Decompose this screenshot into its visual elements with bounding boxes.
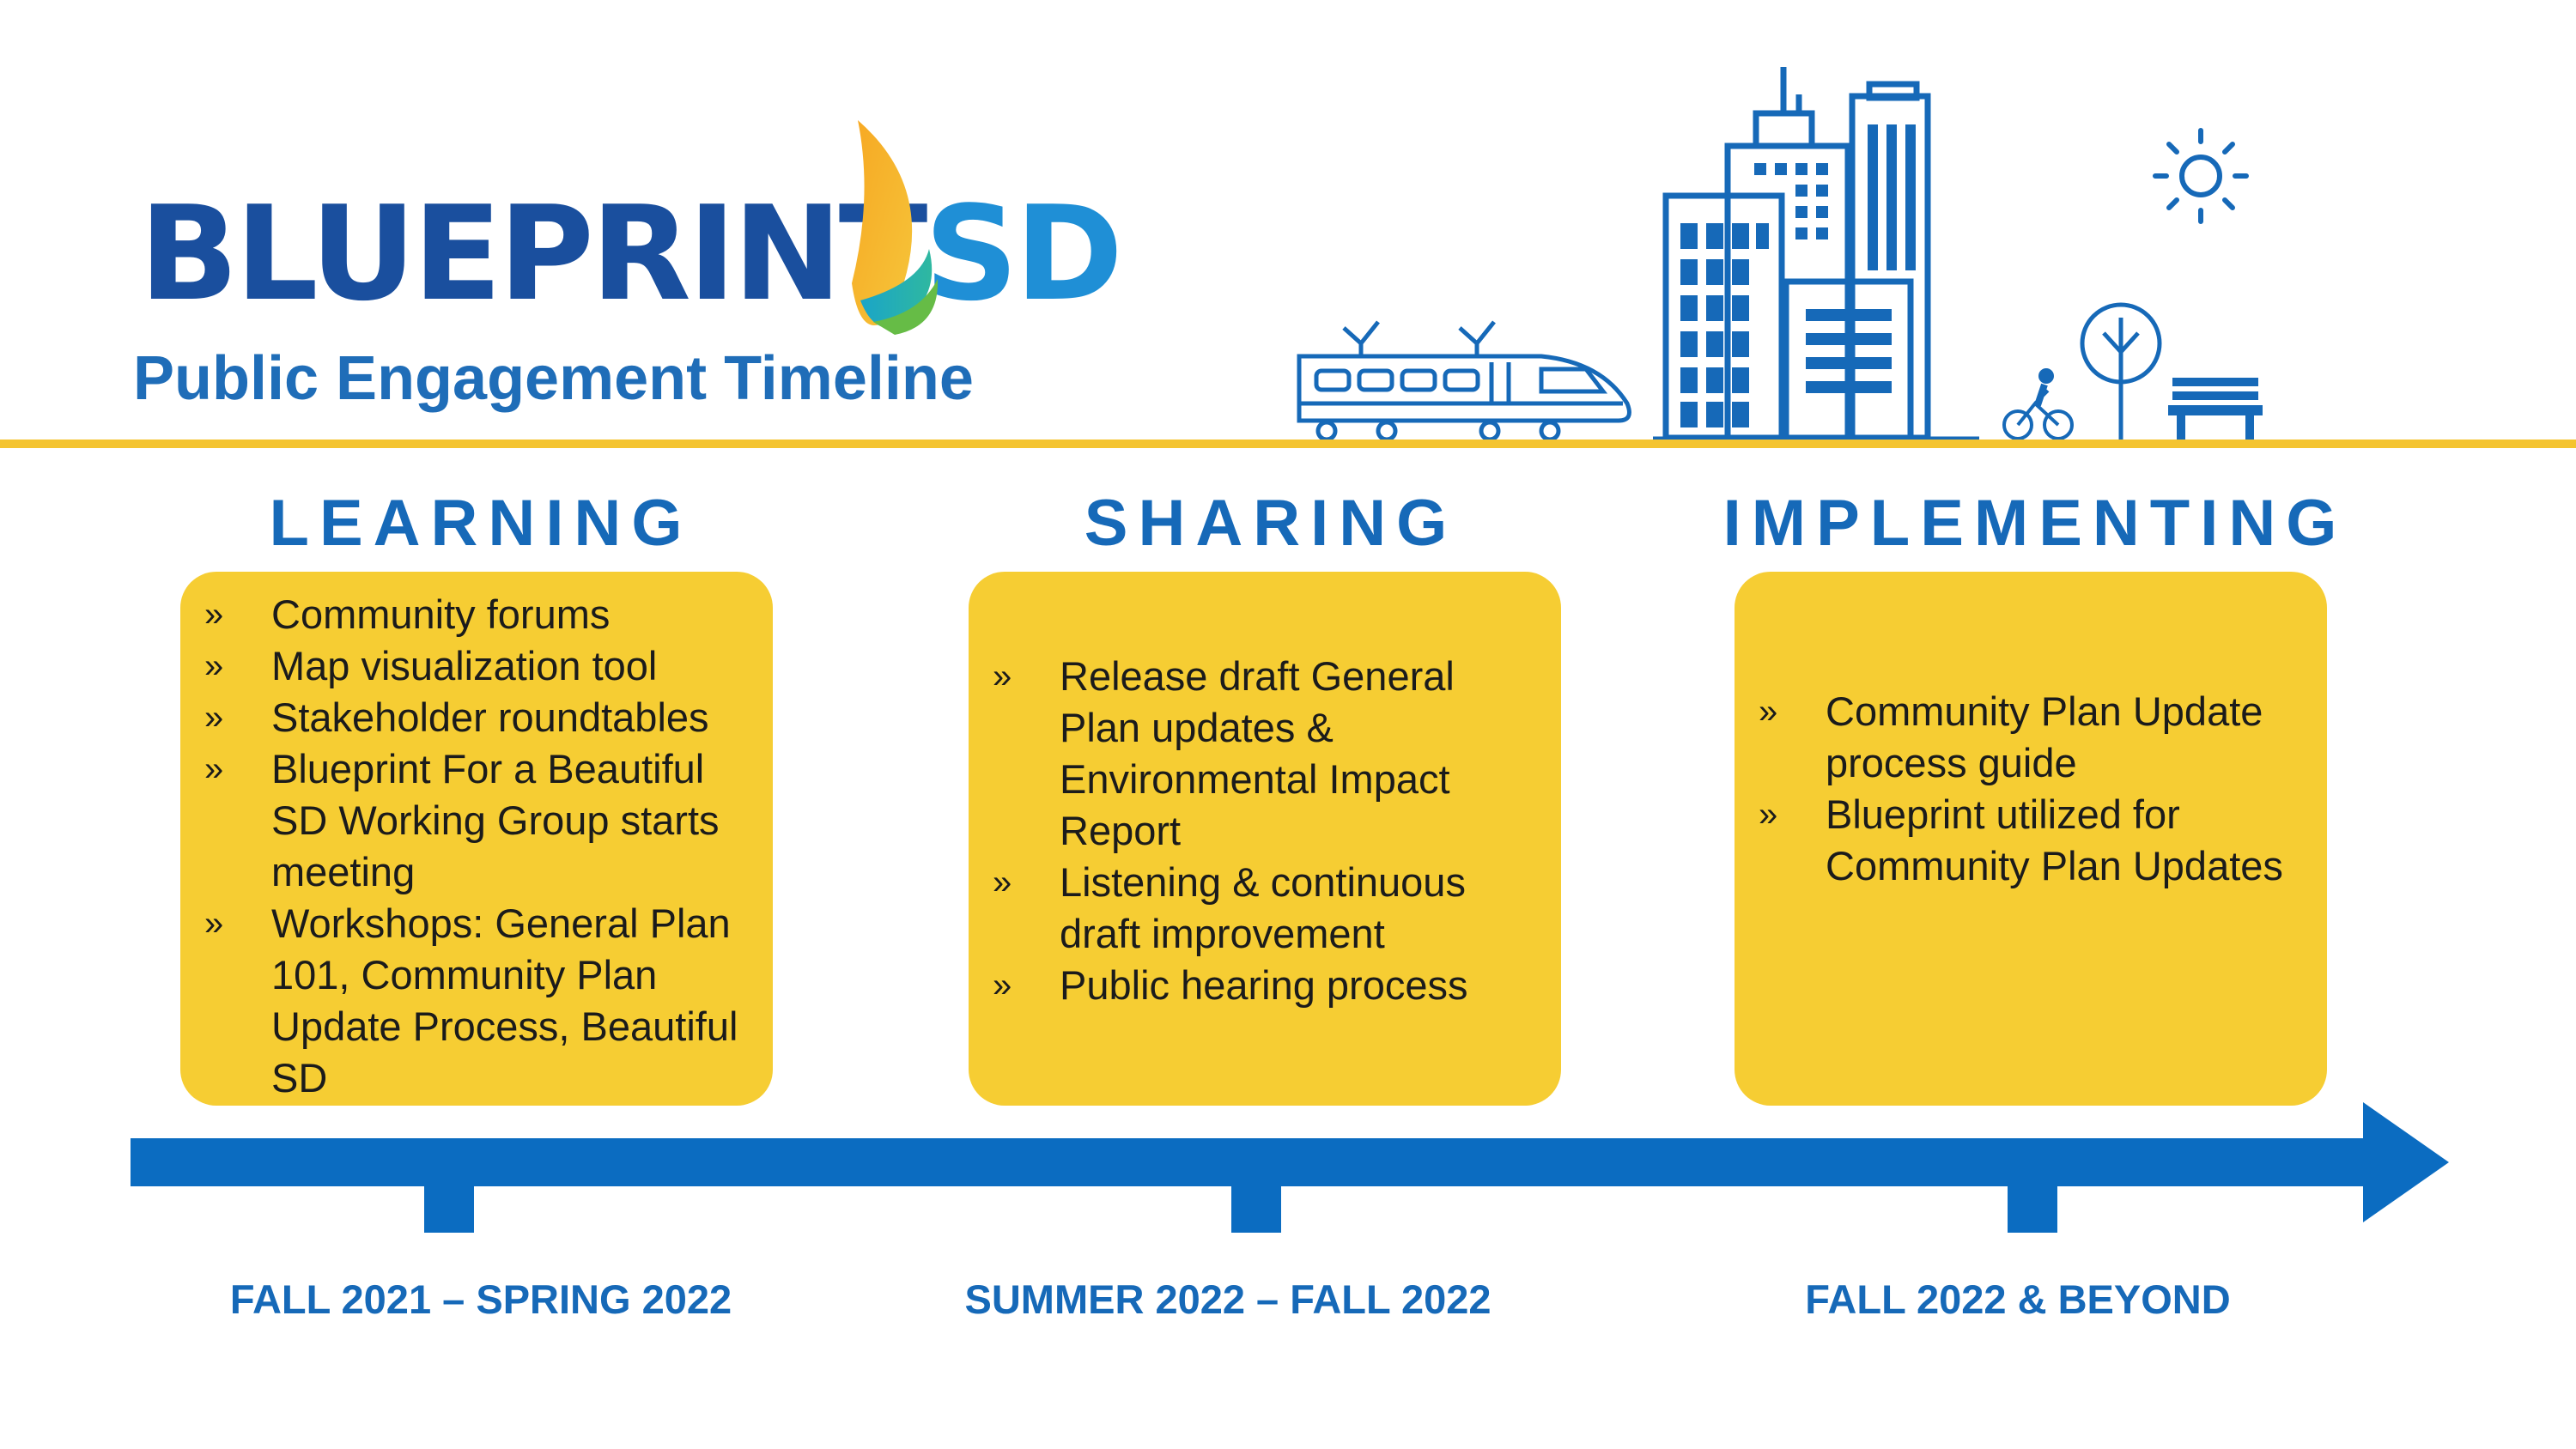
- train-icon: [1297, 320, 1631, 442]
- bullet-icon: »: [1759, 796, 1778, 834]
- bullet-icon: »: [993, 967, 1012, 1004]
- list-item-text: Listening & continuous draft improvement: [1060, 859, 1466, 956]
- bullet-icon: »: [204, 905, 224, 943]
- list-item: » Community Plan Update process guide: [1759, 686, 2301, 789]
- phase-box-implementing: » Community Plan Update process guide » Bl…: [1735, 572, 2327, 1106]
- phase-heading-learning: LEARNING: [269, 487, 693, 560]
- cyclist-icon: [2002, 368, 2074, 440]
- phase-date-sharing: SUMMER 2022 – FALL 2022: [964, 1276, 1492, 1322]
- list-item-text: Blueprint utilized for Community Plan Up…: [1826, 791, 2283, 888]
- timeline-arrow: [131, 1102, 2449, 1233]
- header-divider: [0, 440, 2576, 448]
- bullet-icon: »: [204, 750, 224, 788]
- list-item: » Workshops: General Plan 101, Community …: [204, 898, 747, 1104]
- logo-wordmark: BLUEPRINTSD: [139, 189, 1123, 319]
- list-item: » Blueprint utilized for Community Plan U…: [1759, 789, 2301, 892]
- list-item-text: Blueprint For a Beautiful SD Working Gro…: [271, 746, 720, 894]
- list-item: » Listening & continuous draft improvemen…: [993, 857, 1535, 960]
- bullet-icon: »: [204, 699, 224, 737]
- phase-date-implementing: FALL 2022 & BEYOND: [1805, 1276, 2231, 1322]
- logo-word-sd: SD: [924, 178, 1123, 330]
- skyscraper-icon: [1653, 67, 1979, 443]
- timeline-tick-sharing: [1231, 1179, 1281, 1233]
- phase-heading-sharing: SHARING: [1084, 487, 1458, 560]
- phase-list-learning: » Community forums » Map visualization too…: [204, 589, 747, 1104]
- blueprint-sd-logo: BLUEPRINTSD: [139, 120, 1123, 335]
- list-item: » Release draft General Plan updates & En…: [993, 651, 1535, 857]
- list-item-text: Community forums: [271, 591, 611, 637]
- list-item: » Public hearing process: [993, 960, 1535, 1011]
- list-item-text: Stakeholder roundtables: [271, 694, 709, 740]
- bullet-icon: »: [1759, 693, 1778, 731]
- bullet-icon: »: [993, 864, 1012, 901]
- list-item: » Blueprint For a Beautiful SD Working Gr…: [204, 743, 747, 898]
- list-item-text: Public hearing process: [1060, 962, 1468, 1008]
- timeline-tick-implementing: [2008, 1179, 2057, 1233]
- bullet-icon: »: [204, 596, 224, 634]
- phase-box-sharing: » Release draft General Plan updates & En…: [969, 572, 1561, 1106]
- city-illustration: [1297, 67, 2263, 443]
- list-item-text: Release draft General Plan updates & Env…: [1060, 653, 1455, 853]
- phase-list-sharing: » Release draft General Plan updates & En…: [993, 651, 1535, 1011]
- phase-box-learning: » Community forums » Map visualization too…: [180, 572, 773, 1106]
- phase-heading-implementing: IMPLEMENTING: [1722, 487, 2348, 560]
- bullet-icon: »: [204, 647, 224, 685]
- timeline-tick-learning: [424, 1179, 474, 1233]
- tree-icon: [2080, 302, 2162, 442]
- list-item-text: Workshops: General Plan 101, Community P…: [271, 900, 738, 1100]
- page-subtitle: Public Engagement Timeline: [133, 344, 974, 413]
- sail-icon: [852, 120, 939, 335]
- list-item: » Map visualization tool: [204, 640, 747, 692]
- list-item-text: Map visualization tool: [271, 643, 658, 688]
- phase-list-implementing: » Community Plan Update process guide » Bl…: [1759, 686, 2301, 892]
- list-item-text: Community Plan Update process guide: [1826, 688, 2263, 785]
- sun-icon: [2153, 128, 2249, 224]
- bench-icon: [2168, 378, 2263, 441]
- bullet-icon: »: [993, 658, 1012, 695]
- logo-word-blueprint: BLUEPRINT: [139, 178, 927, 330]
- list-item: » Stakeholder roundtables: [204, 692, 747, 743]
- list-item: » Community forums: [204, 589, 747, 640]
- phase-date-learning: FALL 2021 – SPRING 2022: [229, 1276, 732, 1322]
